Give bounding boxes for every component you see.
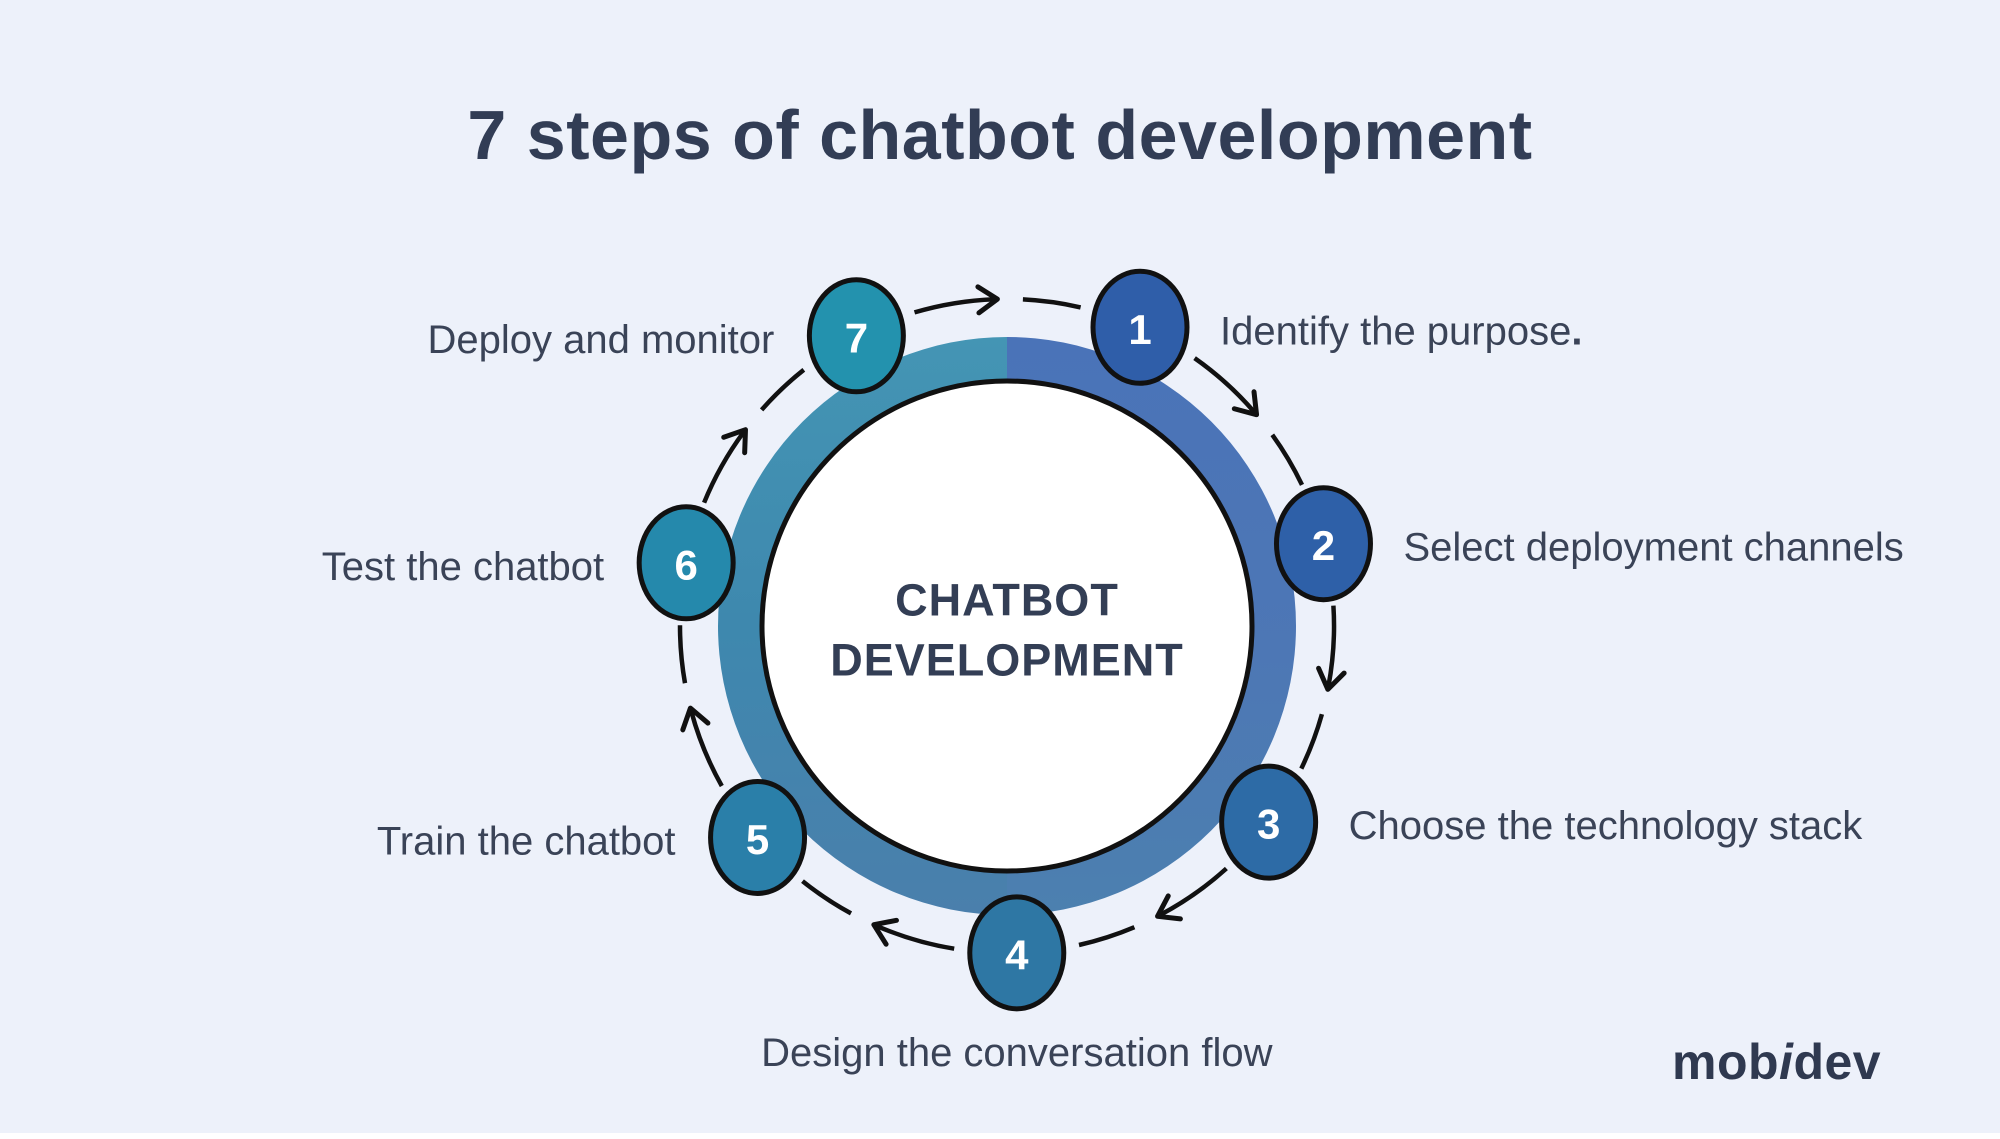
page-title: 7 steps of chatbot development (467, 96, 1533, 174)
step-circle-1 (1090, 268, 1190, 386)
step-label-5: Train the chatbot (377, 819, 676, 863)
bottom-white-strip (0, 1133, 2000, 1139)
center-circle (759, 378, 1255, 874)
ring-left-half (718, 337, 1007, 915)
step-circle-4 (967, 894, 1067, 1012)
step-circle-5 (708, 778, 808, 896)
arrow-arc-4-to-next (871, 917, 955, 951)
step-circle-7 (806, 277, 906, 395)
arrow-arc-into-6 (677, 625, 688, 684)
step-label-7: Deploy and monitor (428, 318, 775, 362)
center-title-line2: DEVELOPMENT (830, 635, 1184, 686)
step-number-2: 2 (1312, 522, 1335, 569)
arrow-arc-7-to-next (913, 284, 1000, 316)
arrow-arc-6-to-next (702, 427, 748, 504)
logo-part1: mob (1672, 1034, 1780, 1090)
arrow-arc-into-7 (759, 368, 806, 412)
step-number-3: 3 (1257, 801, 1280, 848)
step-label-6: Test the chatbot (322, 545, 604, 589)
arrow-arc-into-5 (801, 879, 853, 916)
step-circle-6 (636, 504, 736, 622)
center-title-line1: CHATBOT (895, 575, 1119, 626)
step-label-2: Select deployment channels (1403, 526, 1903, 570)
arrow-arc-1-to-next (1193, 356, 1260, 418)
arrow-arc-2-to-next (1316, 605, 1347, 692)
step-number-7: 7 (845, 314, 868, 361)
mobidev-logo: mobidev (1672, 1033, 1881, 1091)
arrow-arc-into-2 (1270, 433, 1305, 486)
step-number-4: 4 (1005, 931, 1029, 978)
step-number-6: 6 (674, 541, 697, 588)
flow-arrows (677, 284, 1347, 951)
step-circle-3 (1219, 763, 1319, 881)
step-number-1: 1 (1128, 306, 1151, 353)
arrow-arc-5-to-next (680, 705, 724, 788)
logo-part2-italic: i (1779, 1034, 1794, 1090)
step-label-1: Identify the purpose. (1220, 309, 1582, 353)
arrow-arc-into-1 (1022, 297, 1082, 310)
step-label-3: Choose the technology stack (1349, 804, 1864, 848)
logo-part3: dev (1793, 1034, 1882, 1090)
step-number-5: 5 (746, 816, 769, 863)
step-markers: 1 2 3 4 5 6 7 (636, 268, 1373, 1012)
step-labels: Identify the purpose. Select deployment c… (322, 309, 1904, 1075)
step-label-4: Design the conversation flow (761, 1031, 1273, 1075)
arrow-arc-3-to-next (1155, 866, 1228, 922)
arrow-arc-into-4 (1078, 925, 1136, 948)
step-circle-2 (1273, 485, 1373, 603)
arrow-arc-into-3 (1299, 713, 1325, 770)
ring-right-half (1007, 337, 1296, 915)
